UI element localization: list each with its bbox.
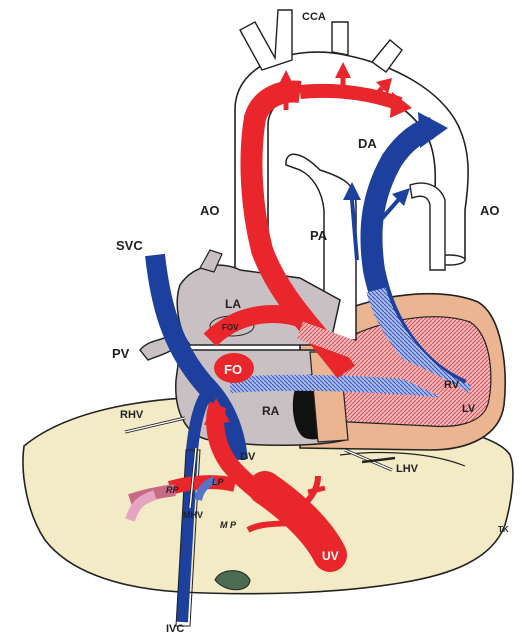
label-fov: FOV — [222, 323, 239, 332]
cca-branch-2 — [332, 22, 348, 55]
label-lhv: LHV — [396, 463, 419, 475]
label-rhv: RHV — [120, 409, 144, 421]
label-lv: LV — [462, 403, 476, 415]
label-uv: UV — [322, 549, 339, 563]
label-rp: RP — [166, 485, 179, 495]
label-rv: RV — [444, 379, 460, 391]
label-mp: M P — [220, 520, 237, 530]
label-ivc: IVC — [166, 623, 184, 635]
label-pa: PA — [310, 228, 328, 243]
label-dv: DV — [240, 451, 256, 463]
label-lp: LP — [212, 477, 224, 487]
arch-flow — [300, 91, 400, 104]
label-pv: PV — [112, 346, 130, 361]
label-svc: SVC — [116, 238, 143, 253]
label-la: LA — [225, 297, 241, 311]
label-ao-right: AO — [480, 203, 500, 218]
label-da: DA — [358, 136, 377, 151]
pa-left-branch — [410, 183, 445, 270]
cca-branch-1 — [240, 10, 292, 70]
signature: TK — [498, 525, 509, 534]
label-fo: FO — [224, 362, 242, 377]
label-cca: CCA — [302, 11, 326, 23]
label-mhv: MHV — [183, 510, 203, 520]
label-ra: RA — [262, 404, 280, 418]
label-ao-left: AO — [200, 203, 220, 218]
